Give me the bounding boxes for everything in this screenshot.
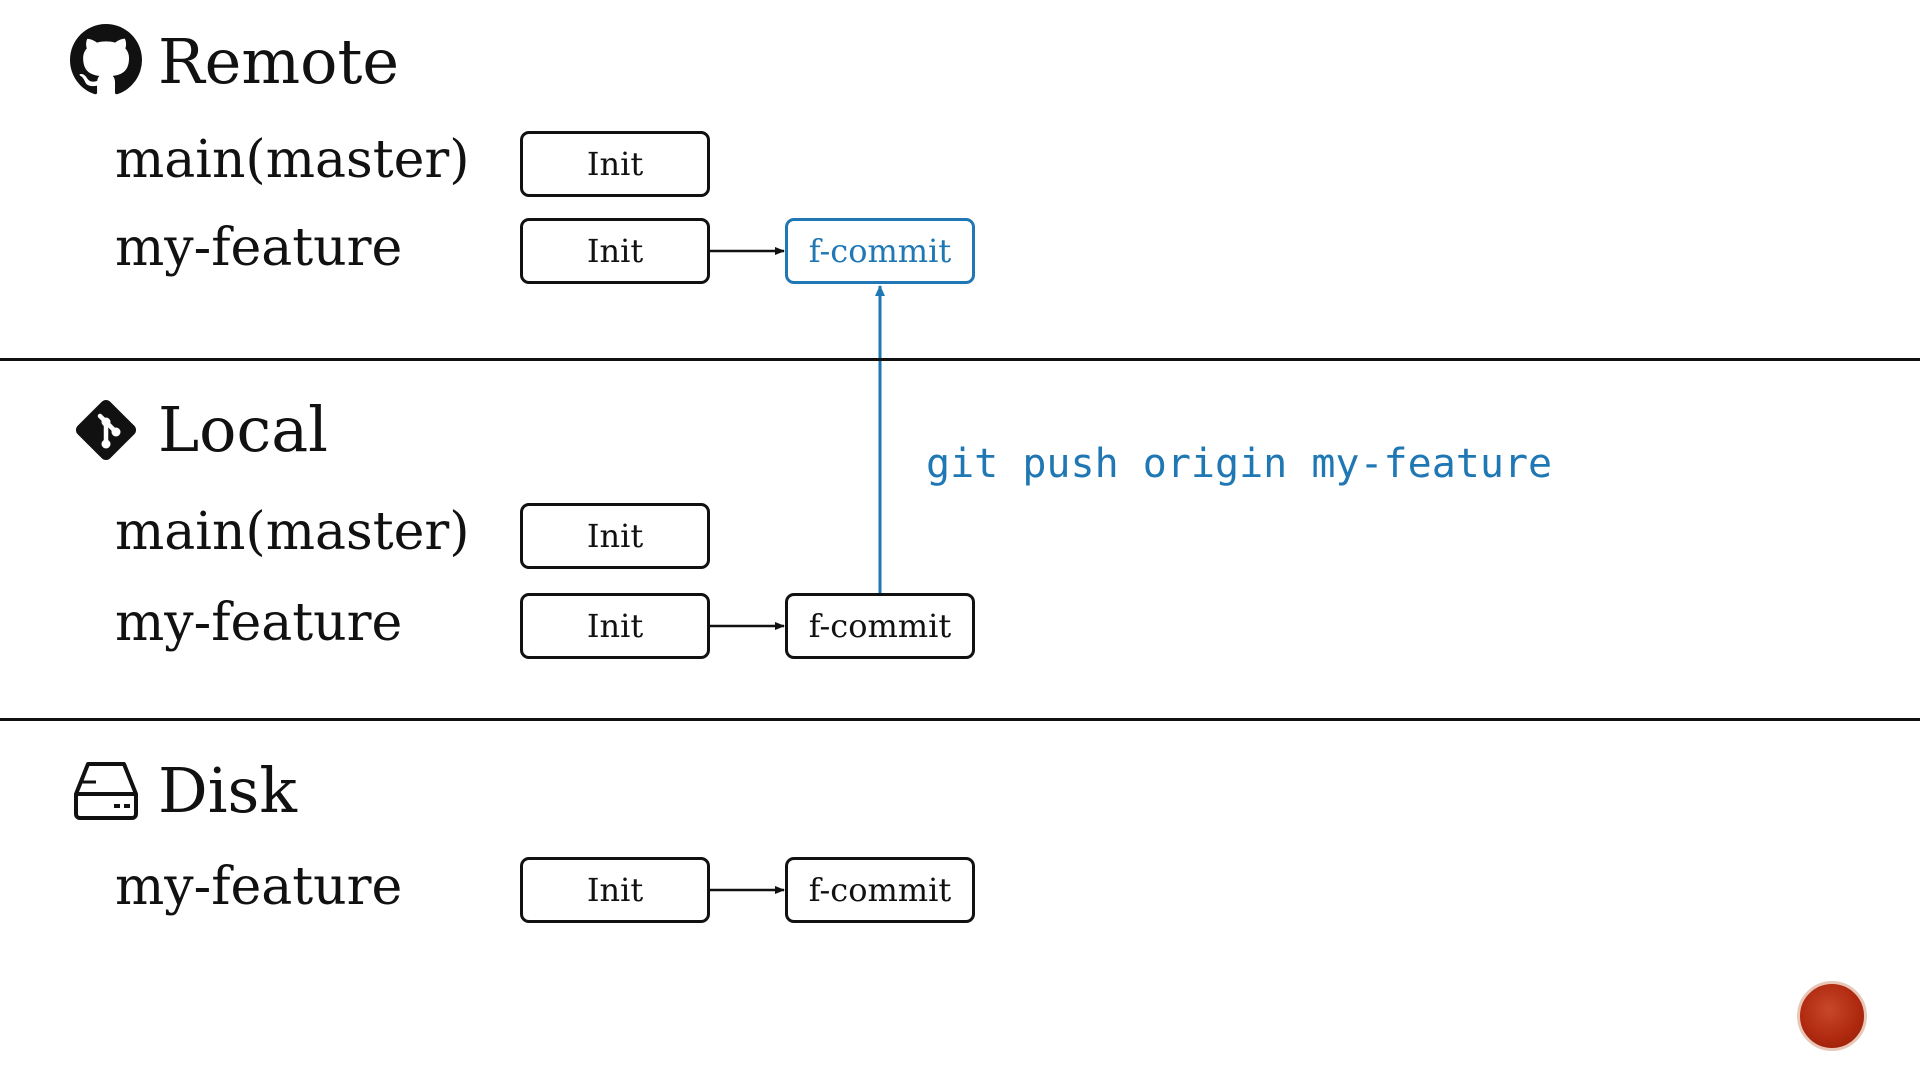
disk-feature-commit-init: Init bbox=[520, 857, 710, 923]
local-main-commit-init: Init bbox=[520, 503, 710, 569]
push-command: git push origin my-feature bbox=[926, 441, 1553, 487]
local-feature-commit-init: Init bbox=[520, 593, 710, 659]
remote-feature-commit-f-commit: f-commit bbox=[785, 218, 975, 284]
slide-badge-icon bbox=[1797, 981, 1867, 1051]
local-disk-divider bbox=[0, 718, 1920, 721]
remote-main-branch-label: main(master) bbox=[115, 130, 470, 190]
disk-feature-commit-f-commit: f-commit bbox=[785, 857, 975, 923]
local-main-branch-label: main(master) bbox=[115, 502, 470, 562]
git-icon bbox=[75, 399, 137, 461]
local-feature-commit-f-commit: f-commit bbox=[785, 593, 975, 659]
disk-title: Disk bbox=[158, 754, 297, 827]
github-icon bbox=[70, 24, 142, 95]
remote-main-commit-init: Init bbox=[520, 131, 710, 197]
disk-feature-branch-label: my-feature bbox=[115, 857, 403, 917]
remote-feature-commit-init: Init bbox=[520, 218, 710, 284]
remote-local-divider bbox=[0, 358, 1920, 361]
hard-drive-icon bbox=[74, 762, 138, 820]
local-feature-branch-label: my-feature bbox=[115, 593, 403, 653]
remote-feature-branch-label: my-feature bbox=[115, 218, 403, 278]
local-title: Local bbox=[158, 393, 329, 466]
remote-title: Remote bbox=[158, 25, 400, 98]
